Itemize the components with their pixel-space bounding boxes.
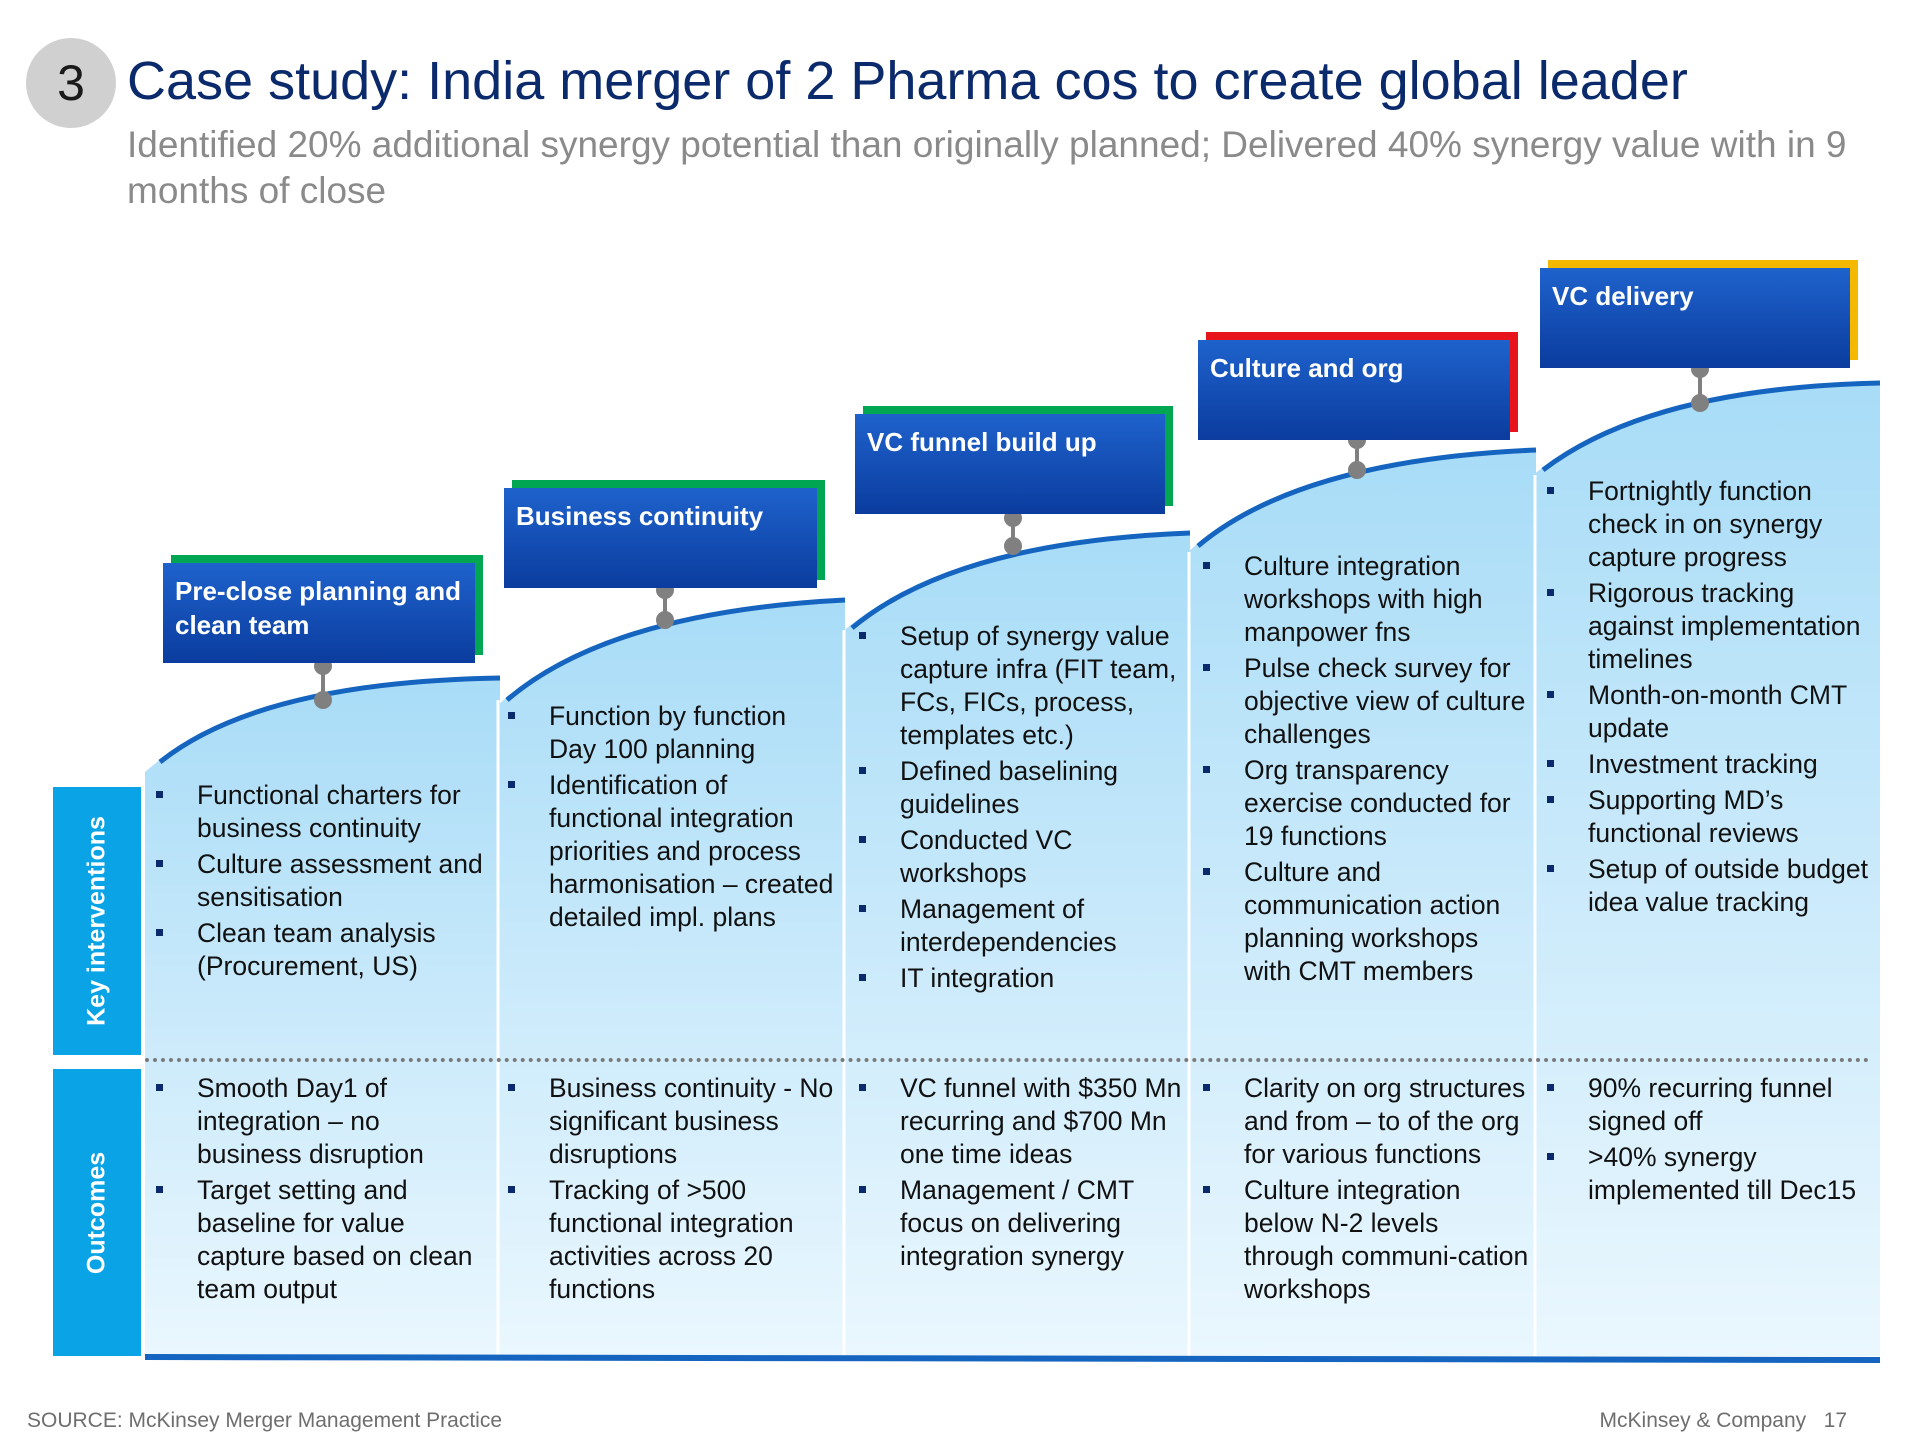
step-area-2 (497, 600, 845, 1356)
phase-header-1: Pre-close planning and clean team (163, 563, 475, 663)
outcome-item: Management / CMT focus on delivering int… (855, 1174, 1190, 1273)
outcome-item: >40% synergy implemented till Dec15 (1543, 1141, 1873, 1207)
phase-header-3: VC funnel build up (855, 414, 1165, 514)
intervention-item: Setup of outside budget idea value track… (1543, 853, 1873, 919)
slide-subtitle: Identified 20% additional synergy potent… (127, 124, 1847, 211)
intervention-item: Clean team analysis (Procurement, US) (152, 917, 487, 983)
baseline (144, 1354, 1881, 1363)
company-name: McKinsey & Company (1599, 1409, 1807, 1432)
intervention-item: Culture assessment and sensitisation (152, 848, 487, 914)
row-label-outcomes-text: Outcomes (82, 1151, 111, 1274)
step-arc-4 (1196, 447, 1537, 548)
interventions-list-3: Setup of synergy value capture infra (FI… (855, 620, 1188, 998)
column-separators (496, 475, 1537, 1356)
outcome-item: Smooth Day1 of integration – no business… (152, 1072, 487, 1171)
outcomes-list-2: Business continuity - No significant bus… (504, 1072, 834, 1309)
slide-title: Case study: India merger of 2 Pharma cos… (127, 51, 1688, 111)
outcome-item: Target setting and baseline for value ca… (152, 1174, 487, 1306)
step-arcs (158, 380, 1881, 764)
intervention-item: Rigorous tracking against implementation… (1543, 577, 1873, 676)
intervention-item: Supporting MD’s functional reviews (1543, 784, 1873, 850)
intervention-item: Culture and communication action plannin… (1199, 856, 1529, 988)
row-label-interventions-text: Key interventions (82, 816, 111, 1026)
intervention-item: Management of interdependencies (855, 893, 1188, 959)
intervention-item: Fortnightly function check in on synergy… (1543, 475, 1873, 574)
outcome-item: Clarity on org structures and from – to … (1199, 1072, 1529, 1171)
intervention-item: Investment tracking (1543, 748, 1873, 781)
step-arc-3 (850, 530, 1191, 630)
interventions-list-4: Culture integration workshops with high … (1199, 550, 1529, 991)
outcome-item: Culture integration below N-2 levels thr… (1199, 1174, 1529, 1306)
outcome-item: Business continuity - No significant bus… (504, 1072, 834, 1171)
outcomes-list-5: 90% recurring funnel signed off >40% syn… (1543, 1072, 1873, 1210)
intervention-item: Pulse check survey for objective view of… (1199, 652, 1529, 751)
step-areas (145, 383, 1880, 1356)
intervention-item: Functional charters for business continu… (152, 779, 487, 845)
outcome-item: VC funnel with $350 Mn recurring and $70… (855, 1072, 1190, 1171)
intervention-item: IT integration (855, 962, 1188, 995)
step-area-4 (1188, 450, 1536, 1356)
intervention-item: Org transparency exercise conducted for … (1199, 754, 1529, 853)
outcomes-list-3: VC funnel with $350 Mn recurring and $70… (855, 1072, 1190, 1276)
intervention-item: Setup of synergy value capture infra (FI… (855, 620, 1188, 752)
intervention-item: Function by function Day 100 planning (504, 700, 834, 766)
intervention-item: Culture integration workshops with high … (1199, 550, 1529, 649)
step-area-3 (842, 533, 1190, 1356)
outcomes-list-1: Smooth Day1 of integration – no business… (152, 1072, 487, 1309)
step-area-5 (1533, 383, 1880, 1356)
intervention-item: Defined baselining guidelines (855, 755, 1188, 821)
interventions-list-1: Functional charters for business continu… (152, 779, 487, 986)
interventions-list-5: Fortnightly function check in on synergy… (1543, 475, 1873, 922)
row-divider (145, 1058, 1870, 1062)
outcome-item: 90% recurring funnel signed off (1543, 1072, 1873, 1138)
step-arc-1 (158, 675, 501, 764)
intervention-item: Conducted VC workshops (855, 824, 1188, 890)
outcome-item: Tracking of >500 functional integration … (504, 1174, 834, 1306)
footer-company: McKinsey & Company 17 (1600, 1409, 1847, 1433)
source-note: SOURCE: McKinsey Merger Management Pract… (27, 1409, 502, 1432)
intervention-item: Month-on-month CMT update (1543, 679, 1873, 745)
page-number: 17 (1823, 1409, 1847, 1432)
step-arc-2 (505, 597, 846, 702)
step-arc-5 (1541, 380, 1881, 472)
interventions-list-2: Function by function Day 100 planning Id… (504, 700, 834, 937)
slide-number-badge: 3 (26, 38, 116, 128)
phase-header-4: Culture and org (1198, 340, 1510, 440)
row-label-outcomes: Outcomes (53, 1069, 141, 1356)
step-area-1 (145, 678, 500, 1356)
outcomes-list-4: Clarity on org structures and from – to … (1199, 1072, 1529, 1309)
intervention-item: Identification of functional integration… (504, 769, 834, 934)
row-label-interventions: Key interventions (53, 787, 141, 1055)
phase-header-5: VC delivery (1540, 268, 1850, 368)
phase-header-2: Business continuity (504, 488, 817, 588)
